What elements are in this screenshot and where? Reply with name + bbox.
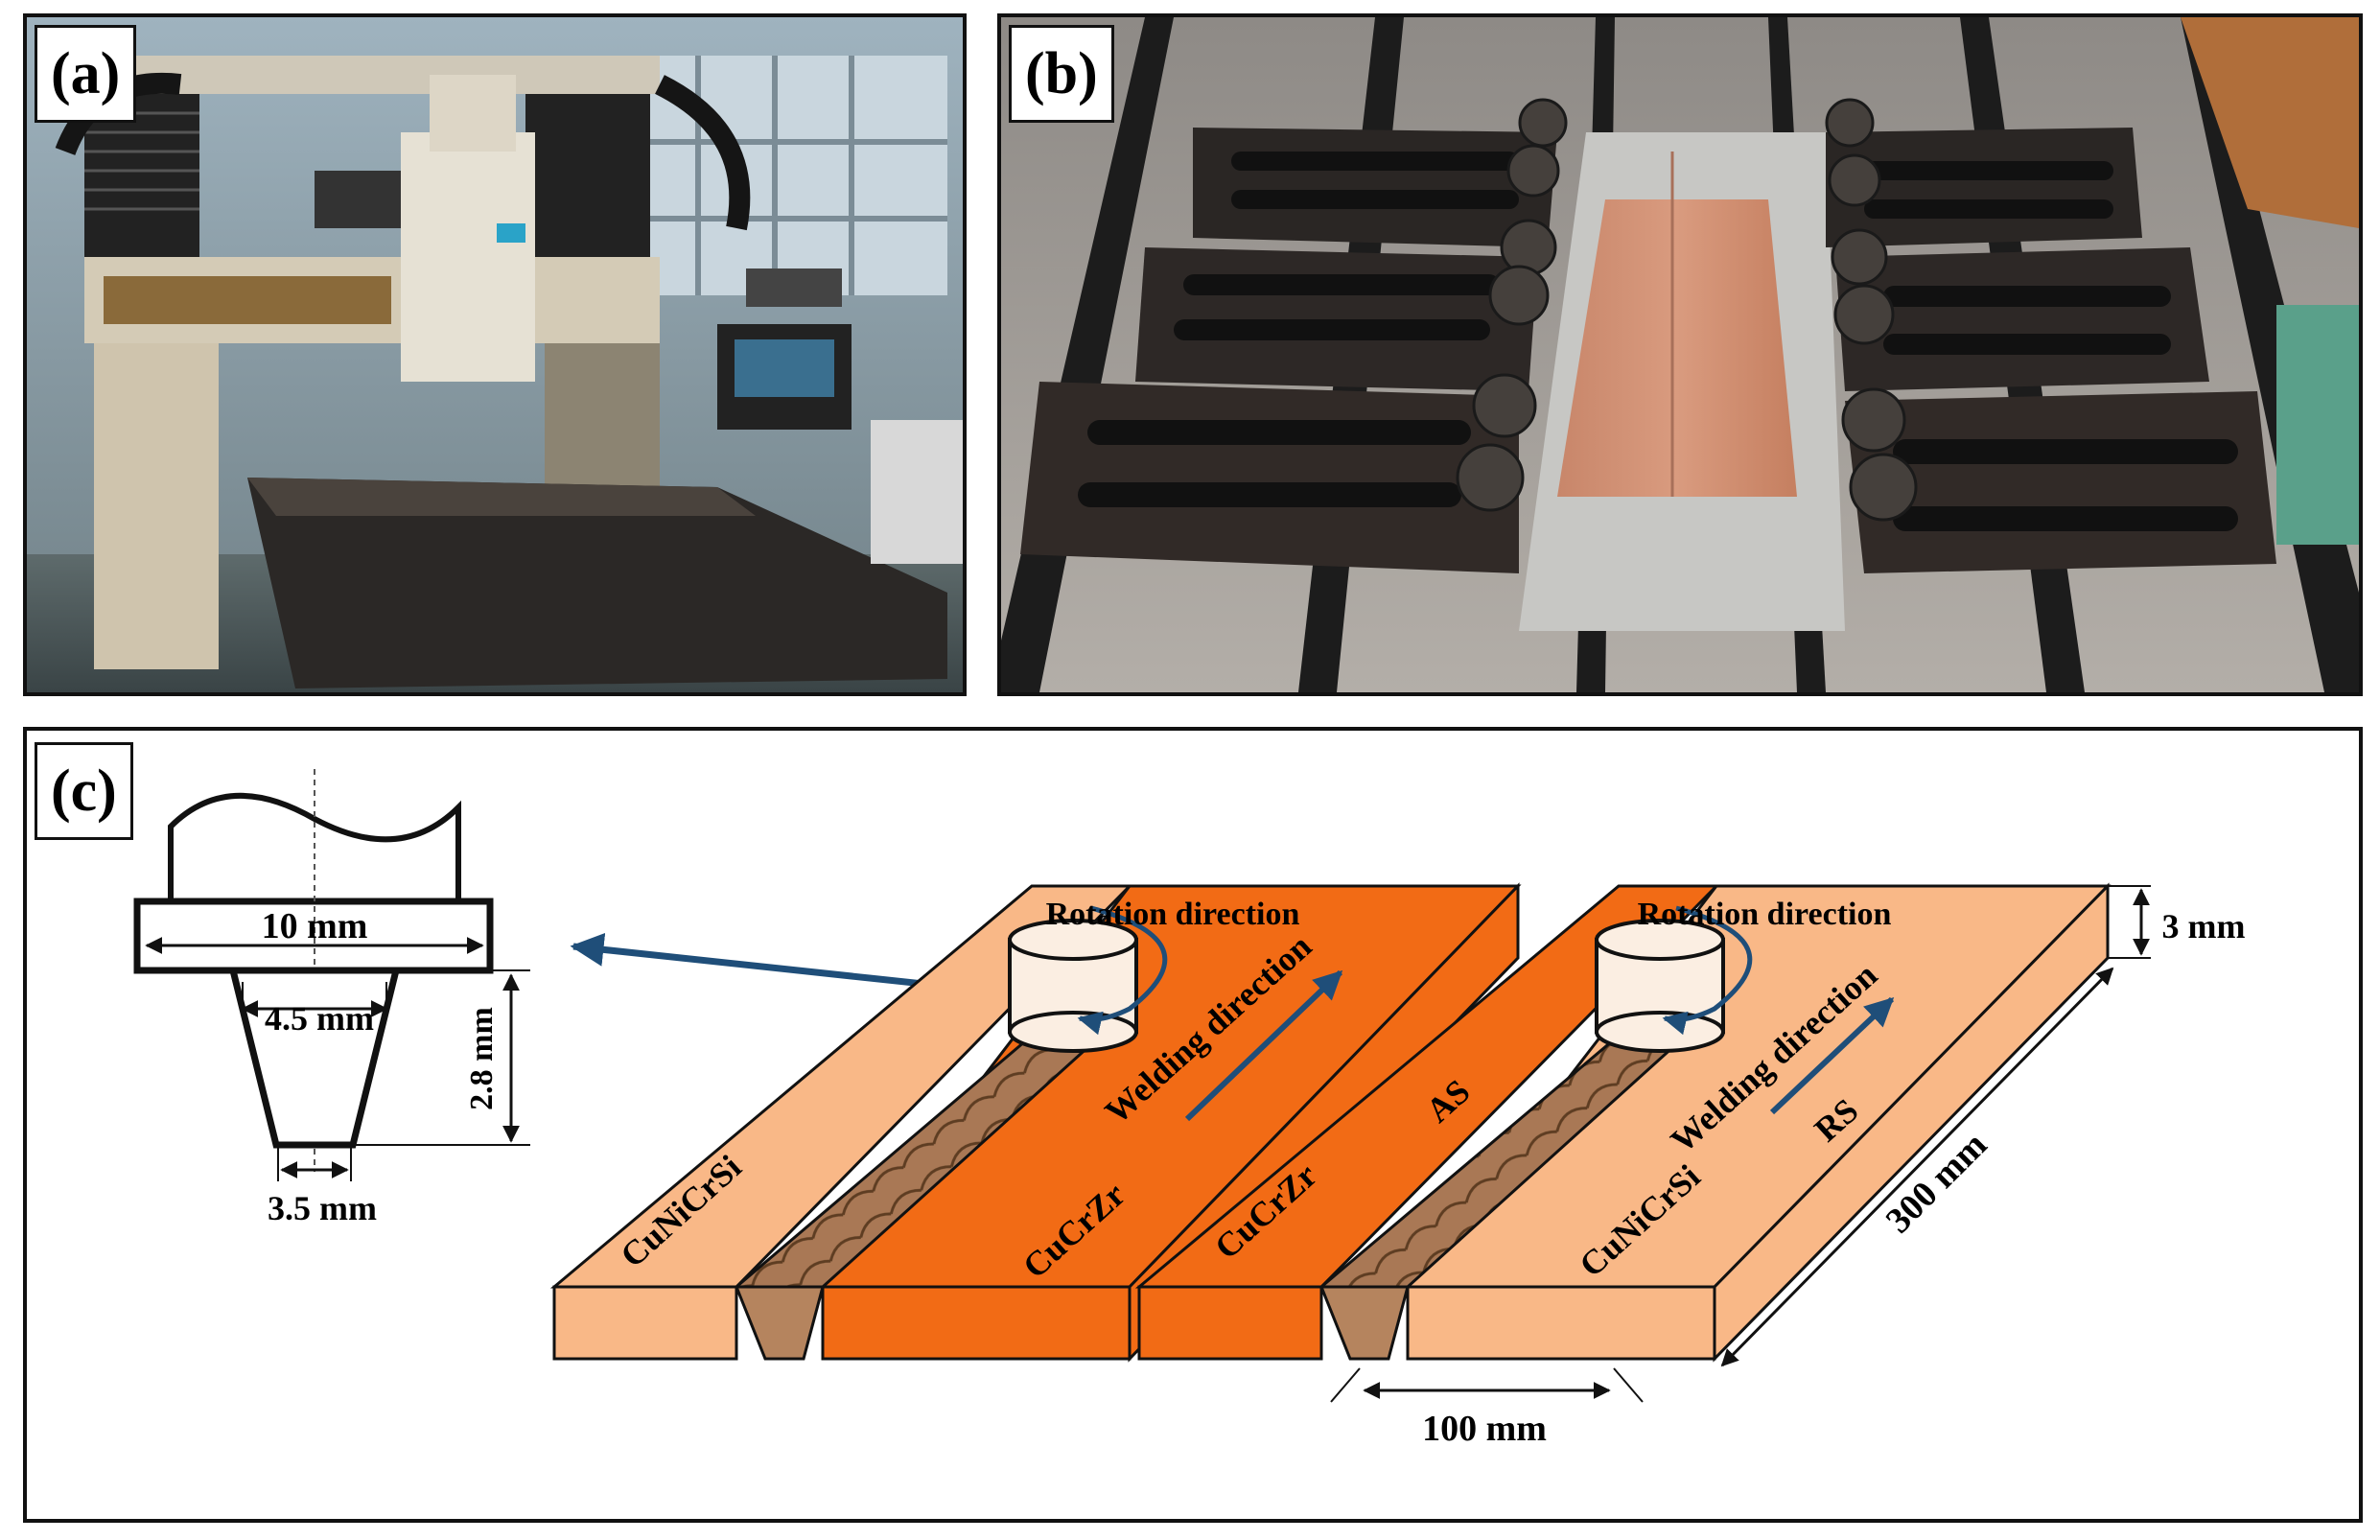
panel-b-photo: (b) xyxy=(997,13,2363,696)
panel-a-label: (a) xyxy=(35,25,137,123)
panel-b-label: (b) xyxy=(1009,25,1114,123)
fixture-photo-illustration xyxy=(1001,17,2359,692)
machine-photo-illustration xyxy=(27,17,963,692)
panel-c-schematic: 10 mm 4.5 mm 2.8 mm 3.5 mm xyxy=(23,727,2363,1523)
right-clamps xyxy=(1826,128,2276,573)
tool-schematic: 10 mm 4.5 mm 2.8 mm 3.5 mm xyxy=(133,769,530,1227)
plate-width-label: 100 mm xyxy=(1422,1409,1547,1449)
panel-c-label: (c) xyxy=(35,742,133,840)
setup1-rotation-label: Rotation direction xyxy=(1046,897,1300,932)
fsw-schematic: 10 mm 4.5 mm 2.8 mm 3.5 mm xyxy=(133,769,2246,1449)
pin-tip-diameter-label: 3.5 mm xyxy=(268,1189,377,1227)
setup2-rotation-label: Rotation direction xyxy=(1638,897,1892,932)
pin-root-diameter-label: 4.5 mm xyxy=(265,999,374,1038)
panel-a-photo: (a) xyxy=(23,13,967,696)
plate-thickness-label: 3 mm xyxy=(2162,907,2246,945)
left-clamps xyxy=(1020,128,1557,573)
pin-length-label: 2.8 mm xyxy=(464,1007,500,1110)
shoulder-diameter-label: 10 mm xyxy=(262,906,368,946)
